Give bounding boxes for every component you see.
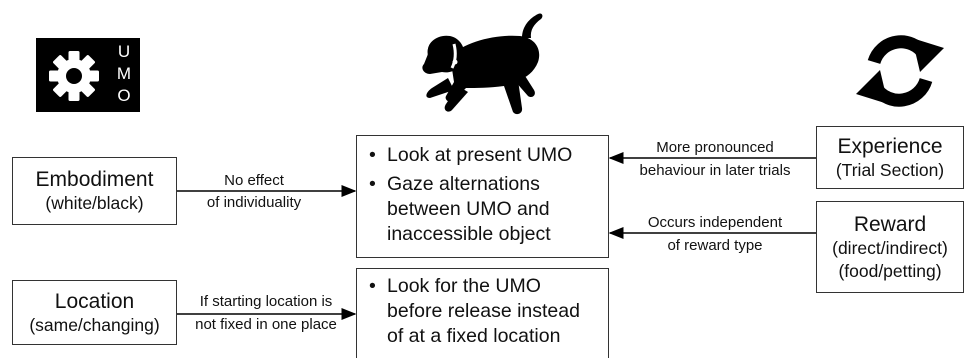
umo-letter-u: U [117,42,131,61]
outcome-item: Gaze alternations between UMO and inacce… [363,172,600,247]
reward-arrow-label-2: of reward type [667,237,763,254]
location-arrow-label-2: not fixed in one place [195,316,337,333]
reward-arrow-label-1: Occurs independent [647,214,783,231]
experience-box: Experience (Trial Section) [816,126,964,189]
reward-detail-kind: (food/petting) [838,260,942,281]
reward-detail-type: (direct/indirect) [832,237,948,258]
dog-icon [422,13,543,115]
gear-icon [49,51,99,101]
location-detail: (same/changing) [29,314,160,335]
experience-detail: (Trial Section) [835,159,945,180]
embodiment-detail: (white/black) [45,193,144,213]
experience-arrow-label-1: More pronounced [656,139,774,156]
location-box: Location (same/changing) [12,280,177,345]
reward-title: Reward [853,212,927,236]
reward-box: Reward (direct/indirect) (food/petting) [816,201,964,293]
umo-letters: U M O [116,41,132,107]
embodiment-arrow-label-2: of individuality [206,194,302,211]
embodiment-arrow-label-1: No effect [224,172,284,189]
outcome-item: Look at present UMO [363,143,600,168]
umo-letter-m: M [116,64,132,83]
gear-umo-icon: U M O [36,38,140,112]
cycle-arrows-icon [856,35,944,107]
embodiment-box: Embodiment (white/black) [12,157,177,225]
location-arrow-label-1: If starting location is [199,293,333,310]
umo-letter-o: O [117,86,131,105]
outcome-item: Look for the UMO before release instead … [363,274,600,349]
outcome-box-bottom: Look for the UMO before release instead … [356,268,609,358]
experience-title: Experience [837,134,943,158]
location-title: Location [54,289,135,313]
outcome-list-bottom: Look for the UMO before release instead … [363,274,600,349]
outcome-list-top: Look at present UMO Gaze alternations be… [363,143,600,247]
experience-arrow-label-2: behaviour in later trials [639,162,791,179]
embodiment-title: Embodiment [35,168,154,191]
outcome-box-top: Look at present UMO Gaze alternations be… [356,135,609,258]
